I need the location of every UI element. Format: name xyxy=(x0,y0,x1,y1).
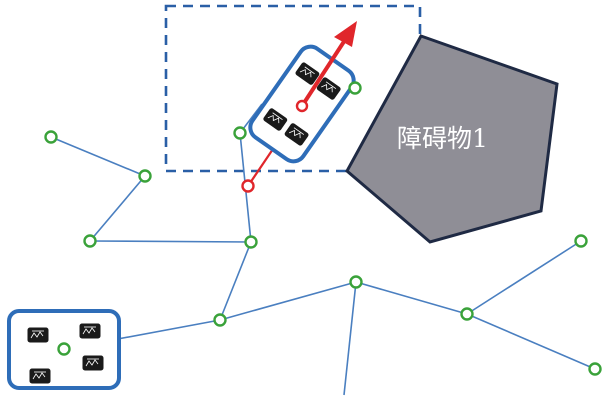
tree-nodes xyxy=(44,81,602,376)
obstacle-label: 障碍物1 xyxy=(397,124,488,153)
tree-node xyxy=(574,234,588,248)
tree-node xyxy=(213,313,227,327)
tree-node xyxy=(138,169,152,183)
obstacle-polygon xyxy=(345,34,559,244)
tree-node xyxy=(44,130,58,144)
tree-edge xyxy=(89,175,146,242)
tree-node xyxy=(460,307,474,321)
tree-edge xyxy=(343,281,357,396)
tree-edge xyxy=(466,240,582,315)
wheel-icon xyxy=(79,323,101,339)
tree-node xyxy=(588,362,602,376)
nearest-node xyxy=(241,179,255,193)
wheel-icon xyxy=(82,355,104,371)
tree-edge xyxy=(219,241,252,321)
wheel-icon xyxy=(27,327,49,343)
tree-node xyxy=(233,126,247,140)
tree-edge xyxy=(355,281,468,315)
wheel-icon xyxy=(29,368,51,384)
tree-node xyxy=(349,275,363,289)
tree-node xyxy=(348,81,362,95)
search-region-box xyxy=(164,4,422,173)
tree-edge xyxy=(466,313,596,370)
tree-edge xyxy=(50,136,146,177)
tree-node xyxy=(83,234,97,248)
tree-node xyxy=(244,235,258,249)
new-node xyxy=(295,99,309,113)
tree-edge xyxy=(219,281,357,321)
tree-node-root xyxy=(57,342,71,356)
tree-edge xyxy=(89,240,252,243)
heading-arrow-icon xyxy=(300,21,357,108)
